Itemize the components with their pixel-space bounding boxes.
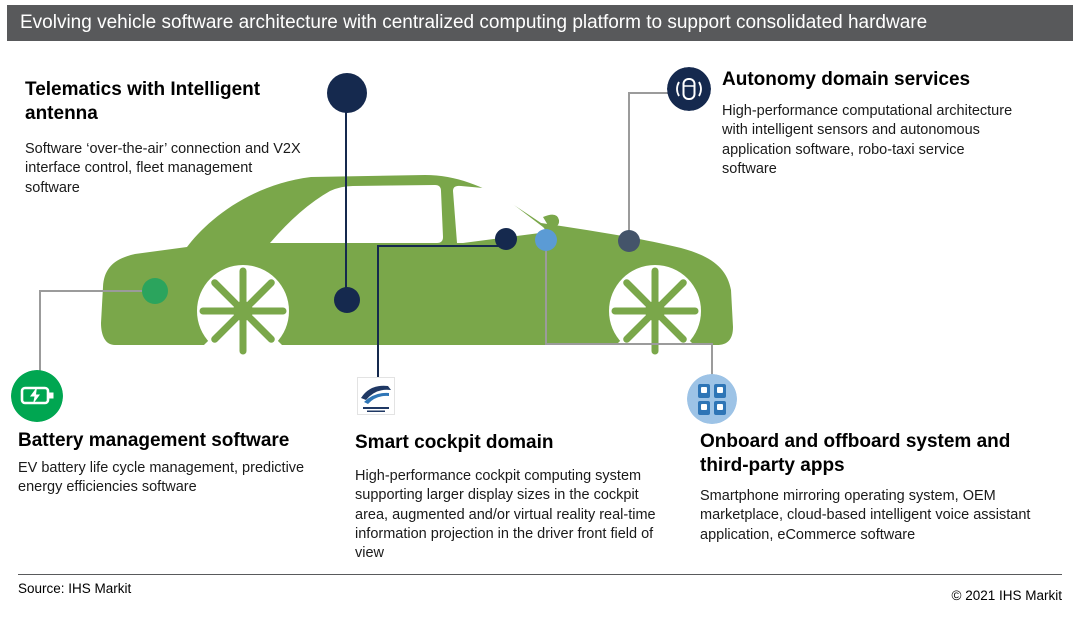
- onboard-connector-line-h: [545, 343, 713, 345]
- battery-body: EV battery life cycle management, predic…: [18, 460, 305, 496]
- telematics-antenna-dot: [327, 73, 367, 113]
- onboard-car-dot: [535, 229, 557, 251]
- footer-divider: [18, 574, 1062, 575]
- autonomy-connector-line-v: [628, 92, 630, 234]
- autonomy-car-dot: [618, 230, 640, 252]
- autonomy-body: High-performance computational architect…: [722, 103, 1013, 177]
- battery-connector-line-v: [39, 290, 41, 374]
- app-grid-icon: [687, 374, 737, 424]
- telematics-body: Software ‘over-the-air’ connection and V…: [25, 141, 301, 196]
- car-illustration: [101, 175, 733, 357]
- cockpit-heading: Smart cockpit domain: [355, 432, 554, 453]
- telematics-car-dot: [334, 287, 360, 313]
- autonomous-car-icon: [667, 67, 711, 111]
- battery-heading: Battery management software: [18, 430, 290, 451]
- battery-connector-line-h: [39, 290, 151, 292]
- cockpit-connector-line-h: [377, 245, 502, 247]
- cockpit-connector-line-v: [377, 245, 379, 381]
- source-label: Source: IHS Markit: [18, 581, 132, 596]
- onboard-connector-line-v2: [711, 343, 713, 376]
- telematics-connector-line: [345, 111, 347, 289]
- autonomy-heading: Autonomy domain services: [722, 69, 971, 90]
- cockpit-body: High-performance cockpit computing syste…: [355, 468, 656, 562]
- cockpit-car-dot: [495, 228, 517, 250]
- onboard-body: Smartphone mirroring operating system, O…: [700, 488, 1031, 543]
- onboard-connector-line-v1: [545, 249, 547, 345]
- page-title: Evolving vehicle software architecture w…: [7, 5, 1073, 41]
- onboard-heading: Onboard and offboard system and third-pa…: [700, 431, 1011, 476]
- copyright-label: © 2021 IHS Markit: [951, 588, 1063, 603]
- battery-car-dot: [142, 278, 168, 304]
- ev-charging-icon: [11, 370, 63, 422]
- autonomy-connector-line-h: [628, 92, 670, 94]
- telematics-heading: Telematics with Intelligent antenna: [25, 79, 261, 124]
- cockpit-display-icon: [357, 377, 395, 415]
